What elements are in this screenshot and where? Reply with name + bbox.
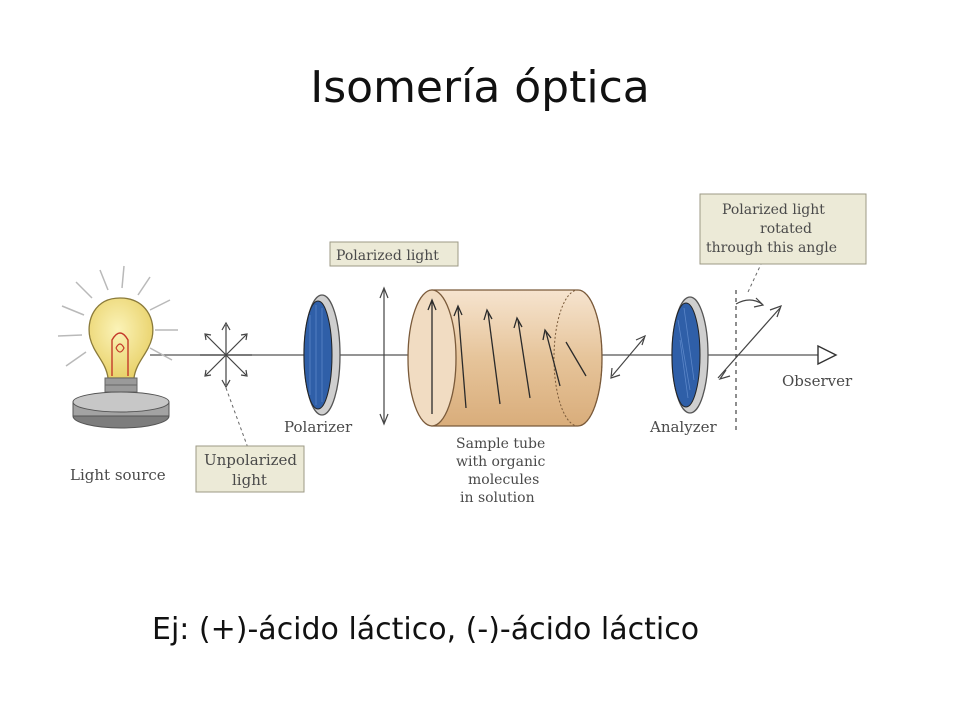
polarized-light-arrow (379, 286, 389, 426)
sample-tube-label-line3: molecules (468, 472, 539, 488)
sample-tube-label-line4: in solution (460, 490, 535, 506)
polarized-light-callout (329, 241, 459, 267)
observer-arrow (817, 344, 838, 366)
sample-tube-label-line1: Sample tube (456, 436, 545, 452)
polarizer-label: Polarizer (284, 418, 353, 436)
rotated-light-label-line1: Polarized light (722, 202, 825, 218)
light-source-label: Light source (70, 466, 166, 484)
rotated-light-arrow (610, 334, 646, 379)
polarizer-filter (303, 294, 341, 416)
polarimeter-diagram: Light source Unpolarized light Polarizer… (57, 193, 867, 506)
polarized-light-label: Polarized light (336, 248, 439, 264)
light-source-bulb (57, 265, 178, 429)
sample-tube-label-line2: with organic (456, 454, 545, 470)
analyzer-label: Analyzer (649, 418, 717, 436)
analyzer-filter (671, 296, 709, 414)
unpolarized-light-symbol (200, 321, 252, 389)
slide-title: Isomería óptica (310, 62, 650, 113)
rotated-light-label-line3: through this angle (706, 240, 837, 256)
rotated-light-callout (699, 193, 867, 265)
sample-tube (407, 289, 603, 427)
unpolarized-light-label-line2: light (232, 471, 267, 489)
unpolarized-light-callout (195, 445, 305, 493)
unpolarized-light-label-line1: Unpolarized (204, 451, 297, 469)
example-text: Ej: (+)-ácido láctico, (-)-ácido láctico (152, 612, 700, 647)
observer-label: Observer (782, 372, 853, 390)
rotation-angle-indicator (717, 290, 783, 432)
rotated-light-label-line2: rotated (760, 221, 812, 237)
